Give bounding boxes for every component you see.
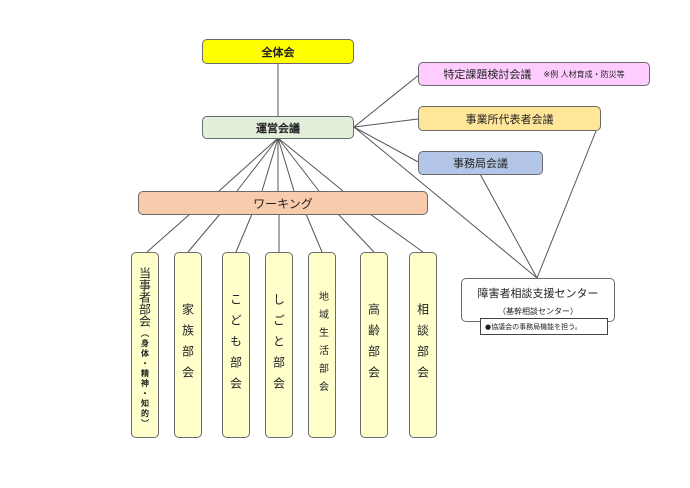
subcommittee-label: 家族部会 <box>180 303 195 387</box>
support-center-label: 障害者相談支援センター <box>477 287 599 300</box>
subcommittee-tojisha: 当事者部会 （身体・精神・知的） <box>131 252 159 438</box>
line-working-sub-2 <box>187 213 221 253</box>
line-working-sub-7 <box>369 213 424 253</box>
line-steering-working-7 <box>277 137 344 192</box>
line-steering-working-6 <box>277 137 320 192</box>
office-reps-box: 事業所代表者会議 <box>418 106 601 131</box>
line-working-sub-6 <box>337 213 375 253</box>
subcommittee-label: 当事者部会 <box>137 267 152 327</box>
specific-issues-label: 特定課題検討会議 <box>443 68 532 81</box>
line-working-sub-5 <box>305 213 323 253</box>
office-reps-label: 事業所代表者会議 <box>465 112 554 126</box>
line-steering-specific <box>353 73 421 128</box>
line-steering-working-2 <box>236 137 279 192</box>
line-steering-office <box>353 118 419 128</box>
subcommittee-label: 高齢部会 <box>366 303 381 387</box>
secretariat-label: 事務局会議 <box>453 157 508 170</box>
subcommittee-label: しごと部会 <box>271 292 286 398</box>
general-assembly-label: 全体会 <box>261 45 295 59</box>
specific-issues-box: 特定課題検討会議 ※例 人材育成・防災等 <box>418 62 650 86</box>
line-steering-working-5 <box>277 137 295 192</box>
subcommittee-family: 家族部会 <box>174 252 202 438</box>
subcommittee-label: こども部会 <box>228 292 243 398</box>
subcommittee-elderly: 高齢部会 <box>360 252 388 438</box>
subcommittee-community-life: 地域生活部会 <box>308 252 336 438</box>
line-office-center <box>536 130 597 279</box>
support-center-box: 障害者相談支援センター （基幹相談センター） <box>461 278 615 322</box>
line-steering-working-1 <box>218 137 279 192</box>
line-steering-working-3 <box>261 137 279 192</box>
support-center-sub: （基幹相談センター） <box>498 307 578 316</box>
steering-committee-box: 運営会議 <box>202 116 354 139</box>
line-secretariat-center <box>479 173 538 279</box>
working-box: ワーキング <box>138 191 428 215</box>
general-assembly-box: 全体会 <box>202 39 354 64</box>
line-working-sub-3 <box>235 213 253 253</box>
support-center-note: ●協議会の事務局機能を担う。 <box>485 322 582 331</box>
subcommittee-sub: （身体・精神・知的） <box>140 329 150 429</box>
subcommittee-work: しごと部会 <box>265 252 293 438</box>
specific-issues-note: ※例 人材育成・防災等 <box>543 69 625 79</box>
line-steering-secretariat <box>353 126 421 164</box>
secretariat-box: 事務局会議 <box>418 151 543 175</box>
working-label: ワーキング <box>253 196 313 211</box>
line-working-sub-1 <box>146 213 191 253</box>
subcommittee-children: こども部会 <box>222 252 250 438</box>
subcommittee-consultation: 相談部会 <box>409 252 437 438</box>
support-center-note-box: ●協議会の事務局機能を担う。 <box>480 318 608 335</box>
subcommittee-label: 相談部会 <box>415 303 430 387</box>
subcommittee-label: 地域生活部会 <box>316 291 328 399</box>
steering-committee-label: 運営会議 <box>256 121 300 135</box>
line-steering-center <box>353 126 538 279</box>
